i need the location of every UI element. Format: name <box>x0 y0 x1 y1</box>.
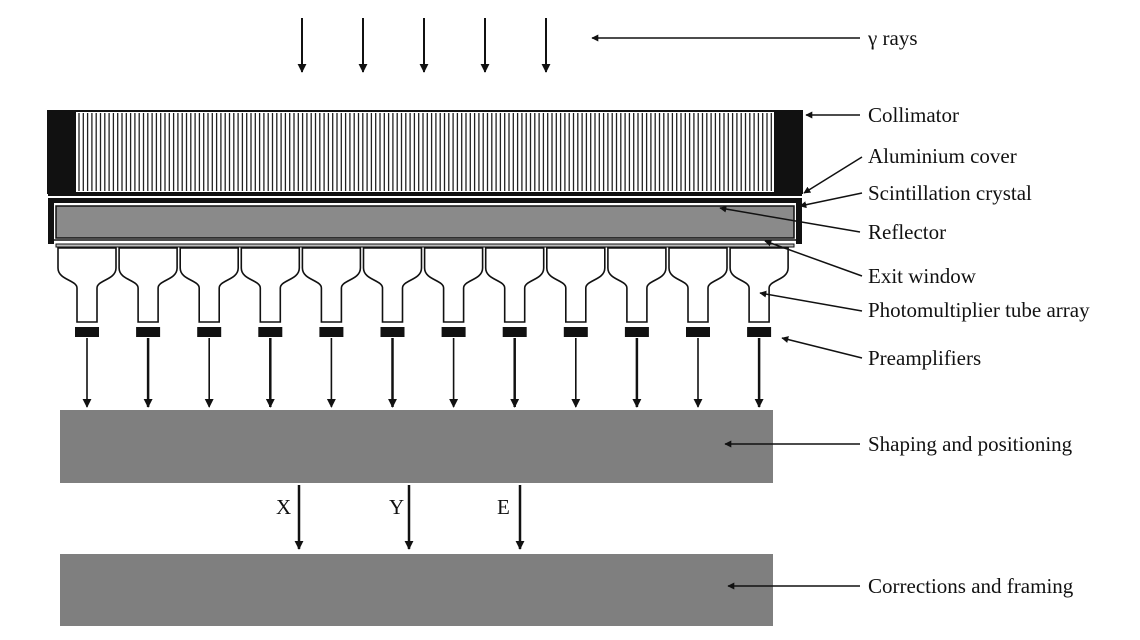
leader-exit-window <box>764 239 863 277</box>
photomultiplier-tube <box>57 247 117 323</box>
label-scintillation-crystal: Scintillation crystal <box>868 181 1032 205</box>
collimator-septa <box>78 113 772 191</box>
preamplifier <box>75 327 99 337</box>
label-pmt-array: Photomultiplier tube array <box>868 298 1090 322</box>
photomultiplier-tube <box>362 247 423 323</box>
leader-scintillation-crystal <box>799 192 863 209</box>
leader-reflector <box>719 205 861 233</box>
photomultiplier-tube <box>484 247 545 323</box>
crystal-housing <box>48 198 802 244</box>
signal-label-y: Y <box>389 495 405 519</box>
photomultiplier-tube <box>118 247 178 323</box>
preamplifier <box>624 327 649 337</box>
leader-preamplifiers <box>781 336 863 359</box>
shaping-positioning-block <box>60 410 773 483</box>
photomultiplier-tube <box>607 247 667 323</box>
photomultiplier-tube <box>179 247 239 323</box>
leader-pmt-array <box>759 290 863 312</box>
photomultiplier-tube <box>729 247 789 323</box>
preamplifier <box>441 327 466 337</box>
photomultiplier-tube <box>423 247 484 323</box>
preamplifier <box>197 327 222 337</box>
corrections-framing-block <box>60 554 773 626</box>
leader-lines <box>591 34 863 590</box>
collimator <box>47 110 803 194</box>
preamplifier <box>686 327 710 337</box>
photomultiplier-tube <box>668 247 728 323</box>
photomultiplier-tube-array <box>57 247 789 408</box>
label-gamma-rays: γ rays <box>868 26 918 50</box>
label-collimator: Collimator <box>868 103 959 127</box>
label-shaping-positioning: Shaping and positioning <box>868 432 1073 456</box>
exit-window <box>55 243 795 248</box>
collimator-shield-right <box>774 111 802 193</box>
preamplifier <box>319 327 344 337</box>
collimator-shield-left <box>48 111 76 193</box>
photomultiplier-tube <box>240 247 301 323</box>
preamplifier <box>136 327 161 337</box>
scintillation-crystal <box>55 205 795 239</box>
preamplifier <box>502 327 527 337</box>
gamma-ray-arrows <box>297 18 551 73</box>
preamplifier <box>258 327 283 337</box>
leader-aluminium-cover <box>803 156 863 194</box>
preamplifier <box>380 327 405 337</box>
label-aluminium-cover: Aluminium cover <box>868 144 1017 168</box>
preamplifier <box>747 327 772 337</box>
label-preamplifiers: Preamplifiers <box>868 346 982 370</box>
photomultiplier-tube <box>301 247 362 323</box>
label-exit-window: Exit window <box>868 264 976 288</box>
label-reflector: Reflector <box>868 220 947 244</box>
label-corrections-framing: Corrections and framing <box>868 574 1074 598</box>
photomultiplier-tube <box>546 247 606 323</box>
preamplifier <box>563 327 588 337</box>
signal-label-e: E <box>497 495 510 519</box>
signal-label-x: X <box>276 495 292 519</box>
signal-arrows <box>294 485 525 550</box>
